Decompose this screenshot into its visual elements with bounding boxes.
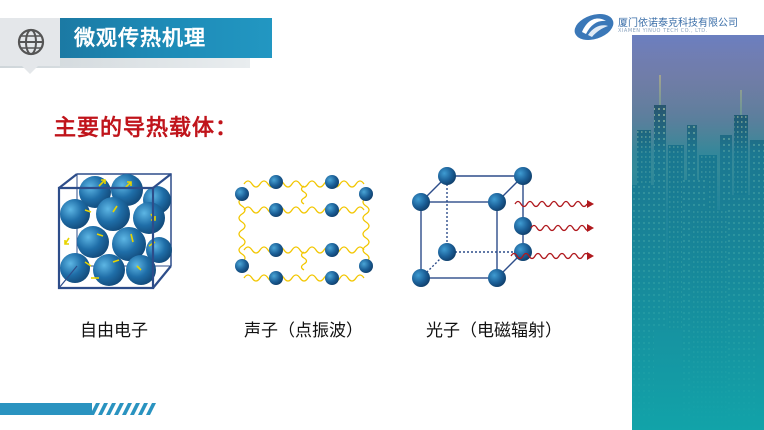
- atom: [77, 226, 109, 258]
- atom: [133, 202, 165, 234]
- logo-subtext: XIAMEN YINUO TECH CO., LTD.: [618, 28, 708, 34]
- atom: [79, 176, 111, 208]
- atoms: [412, 167, 532, 287]
- atom: [111, 174, 143, 206]
- atom: [96, 197, 130, 231]
- arrow-heads: [587, 200, 594, 260]
- page-title: 微观传热机理: [74, 26, 206, 50]
- logo-mark-icon: [574, 14, 614, 40]
- atom: [93, 254, 125, 286]
- atoms: [235, 175, 373, 285]
- title-banner: 微观传热机理: [0, 18, 272, 74]
- atom: [112, 227, 146, 261]
- logo-text: 厦门依诺泰克科技有限公司: [618, 18, 738, 29]
- phonon-diagram: [235, 175, 373, 285]
- banner-shadow: [0, 58, 250, 68]
- company-logo: 厦门依诺泰克科技有限公司 XIAMEN YINUO TECH CO., LTD.: [572, 8, 754, 48]
- radiation-waves: [510, 200, 592, 260]
- caption-free-electrons: 自由电子: [80, 321, 148, 341]
- caption-phonons: 声子（点振波）: [244, 321, 363, 341]
- footer-bar: [0, 403, 92, 415]
- springs: [238, 180, 370, 282]
- city-photo: [632, 35, 764, 430]
- photon-diagram: [412, 167, 594, 287]
- city-skyline-image: [632, 35, 764, 430]
- atom: [60, 199, 90, 229]
- free-electron-diagram: [57, 173, 172, 290]
- caption-photons: 光子（电磁辐射）: [426, 321, 562, 341]
- banner-icon-box: [0, 18, 60, 74]
- globe-icon: [17, 28, 45, 56]
- footer-stripes: [90, 403, 156, 415]
- section-heading: 主要的导热载体：: [54, 116, 239, 141]
- cube-frame: [420, 175, 524, 279]
